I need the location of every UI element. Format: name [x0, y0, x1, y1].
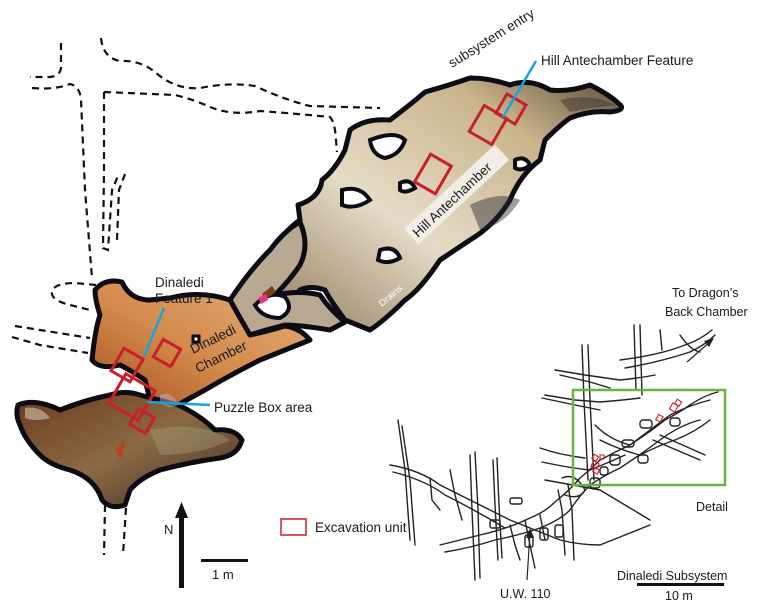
label-detail: Detail — [696, 500, 728, 514]
north-arrow: N — [164, 502, 188, 588]
north-arrow-icon — [175, 502, 188, 518]
label-dinaledi-feature-1-line1: Dinaledi — [155, 275, 204, 290]
label-subsystem-entry: subsystem entry — [446, 6, 538, 71]
detail-box — [571, 388, 727, 487]
scale-bar-main: 1 m — [201, 559, 248, 582]
label-dinaledi-feature-1-line2: Feature 1 — [155, 291, 213, 306]
label-to-dragons-back-line1: To Dragon’s — [672, 286, 738, 300]
excavation-units-inset — [590, 398, 683, 475]
label-hill-antechamber-feature: Hill Antechamber Feature — [541, 53, 693, 68]
excavation-units-main — [106, 91, 529, 436]
excavation-unit-swatch — [280, 518, 307, 536]
leader-lines — [142, 60, 538, 407]
scale-bar-main-label: 1 m — [212, 567, 234, 582]
north-label: N — [164, 522, 173, 537]
inset-plan-map — [389, 324, 719, 581]
label-puzzle-box-area: Puzzle Box area — [214, 400, 313, 415]
south-lobe-region — [14, 390, 245, 510]
label-uw110: U.W. 110 — [500, 587, 551, 601]
dashed-passages — [11, 37, 381, 556]
connecting-passages — [227, 219, 348, 338]
scale-bar-inset: 10 m — [637, 583, 724, 603]
scale-bar-inset-label: 10 m — [665, 589, 693, 603]
inset-title: Dinaledi Subsystem — [617, 569, 727, 583]
dinaledi-chamber-region — [89, 278, 313, 410]
arrow-uw110-icon — [526, 528, 534, 538]
legend: Excavation unit — [280, 518, 407, 536]
label-to-dragons-back-line2: Back Chamber — [665, 305, 748, 319]
arrow-to-dragons-back-icon — [704, 338, 714, 347]
legend-excavation-unit-label: Excavation unit — [315, 520, 407, 535]
